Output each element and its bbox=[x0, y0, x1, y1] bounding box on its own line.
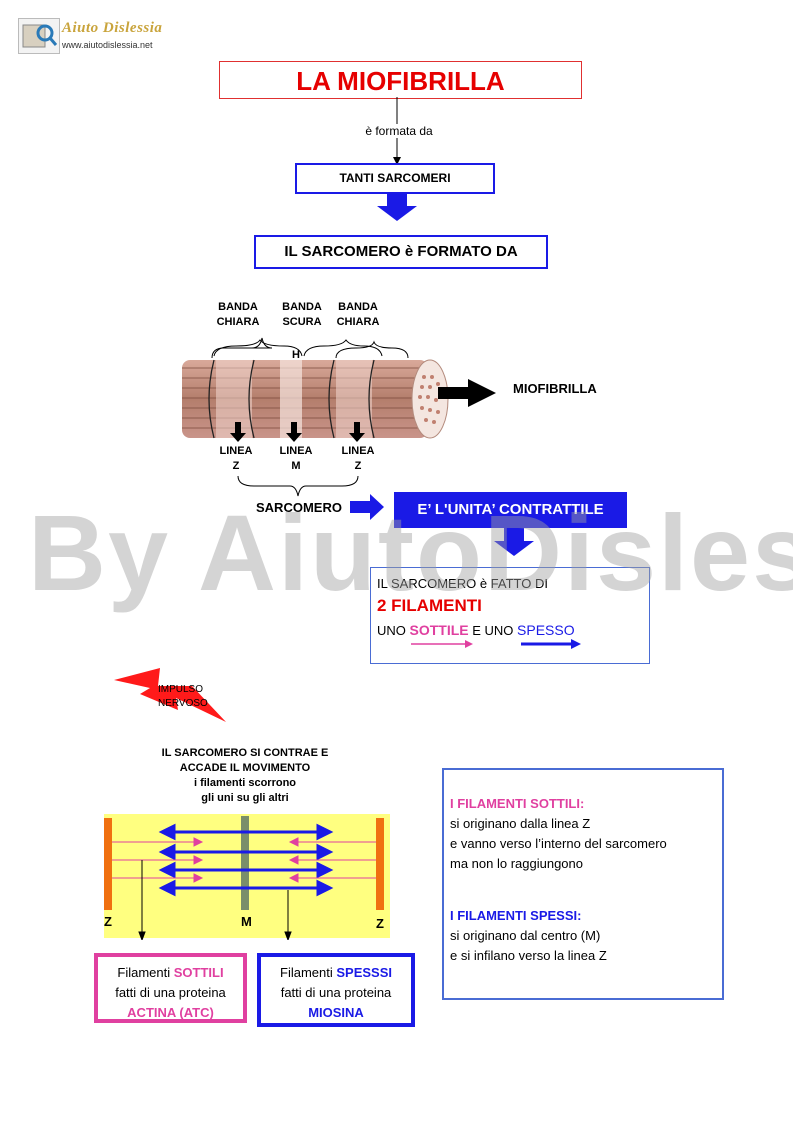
linea-z-2-line2: Z bbox=[354, 460, 362, 472]
spessi-line3: MIOSINA bbox=[308, 1005, 364, 1020]
linea-m-line1: LINEA bbox=[279, 445, 313, 457]
contrae-line1: IL SARCOMERO SI CONTRAE E bbox=[161, 747, 329, 759]
logo-icon bbox=[18, 18, 60, 54]
logo-title: Aiuto Dislessia bbox=[62, 20, 163, 36]
spessi-line1: Filamenti SPESSSI bbox=[261, 963, 411, 983]
h-label: H bbox=[292, 349, 300, 361]
impulso-label: IMPULSO NERVOSO bbox=[158, 683, 208, 711]
sottili-box: Filamenti SOTTILI fatti di una proteina … bbox=[94, 953, 247, 1023]
info-panel: I FILAMENTI SOTTILI: si originano dalla … bbox=[442, 768, 724, 1000]
sottili-line2: fatti di una proteina bbox=[115, 985, 226, 1000]
banda-chiara-2-line1: BANDA bbox=[338, 301, 378, 313]
logo-url: www.aiutodislessia.net bbox=[62, 40, 153, 50]
e-uno-text: E UNO bbox=[468, 623, 518, 638]
spessi-line2: fatti di una proteina bbox=[280, 985, 392, 1000]
formata-da-label: è formata da bbox=[354, 124, 444, 138]
banda-chiara-1-line2: CHIARA bbox=[216, 316, 260, 328]
banda-chiara-1-line1: BANDA bbox=[218, 301, 258, 313]
contrae-line4: gli uni su gli altri bbox=[201, 792, 289, 804]
lightning-icon bbox=[114, 668, 226, 722]
sottili-line3: ACTINA (ATC) bbox=[127, 1005, 214, 1020]
m-label: M bbox=[241, 914, 252, 929]
banda-chiara-2-line2: CHIARA bbox=[336, 316, 380, 328]
contrae-line3: i filamenti scorrono bbox=[193, 777, 297, 789]
info-spessi-line1: si originano dal centro (M) bbox=[450, 928, 601, 943]
info-sottili-title: I FILAMENTI SOTTILI: bbox=[450, 796, 585, 811]
info-sottili-line1: si originano dalla linea Z bbox=[450, 816, 591, 831]
z-label-1: Z bbox=[104, 914, 112, 929]
myofibril-illustration bbox=[182, 337, 496, 439]
contrae-line2: ACCADE IL MOVIMENTO bbox=[179, 762, 311, 774]
impulso-line2: NERVOSO bbox=[158, 698, 208, 709]
sottile-text: SOTTILE bbox=[409, 622, 469, 638]
linea-z-2-line1: LINEA bbox=[341, 445, 375, 457]
tanti-sarcomeri-box: TANTI SARCOMERI bbox=[295, 163, 495, 194]
banda-scura-line1: BANDA bbox=[282, 301, 322, 313]
unita-contrattile-box: E’ L'UNITA’ CONTRATTILE bbox=[394, 492, 627, 528]
sarcomero-brace bbox=[237, 475, 359, 497]
sarcomere-diagram bbox=[104, 814, 390, 940]
info-spessi-title: I FILAMENTI SPESSI: bbox=[450, 908, 582, 923]
linea-z-label-1: LINEA Z bbox=[214, 444, 258, 474]
down-arrow-icon-2 bbox=[494, 528, 534, 556]
linea-m-label: LINEA M bbox=[274, 444, 318, 474]
fatto-di-line1: IL SARCOMERO è FATTO DI bbox=[377, 576, 548, 591]
banda-scura-line2: SCURA bbox=[282, 316, 322, 328]
contrae-text: IL SARCOMERO SI CONTRAE E ACCADE IL MOVI… bbox=[130, 746, 360, 806]
filament-arrows bbox=[411, 639, 581, 649]
spessi-filamenti-text: Filamenti bbox=[280, 965, 337, 980]
sarcomero-label: SARCOMERO bbox=[256, 500, 342, 515]
info-sottili-line3: ma non lo raggiungono bbox=[450, 856, 583, 871]
title-box: LA MIOFIBRILLA bbox=[219, 61, 582, 99]
linea-m-line2: M bbox=[291, 460, 301, 472]
info-spessi-line2: e si infilano verso la linea Z bbox=[450, 948, 607, 963]
down-arrow-icon bbox=[377, 193, 417, 221]
page-title: LA MIOFIBRILLA bbox=[296, 66, 505, 96]
linea-z-1-line1: LINEA bbox=[219, 445, 253, 457]
linea-z-1-line2: Z bbox=[232, 460, 240, 472]
impulso-line1: IMPULSO bbox=[158, 684, 204, 695]
z-label-2: Z bbox=[376, 916, 384, 931]
info-sottili-line2: e vanno verso l’interno del sarcomero bbox=[450, 836, 667, 851]
spesso-text: SPESSO bbox=[517, 622, 575, 638]
banda-chiara-label-2: BANDA CHIARA bbox=[328, 300, 388, 330]
banda-chiara-label-1: BANDA CHIARA bbox=[208, 300, 268, 330]
sarcomero-formato-box: IL SARCOMERO è FORMATO DA bbox=[254, 235, 548, 269]
uno-text-1: UNO bbox=[377, 623, 410, 638]
fatto-di-line2: 2 FILAMENTI bbox=[377, 596, 482, 615]
sottili-line1: Filamenti SOTTILI bbox=[98, 963, 243, 983]
banda-scura-label: BANDA SCURA bbox=[272, 300, 332, 330]
linea-arrows bbox=[230, 422, 365, 442]
right-arrow-icon bbox=[350, 494, 384, 520]
fatto-di-line3: UNO SOTTILE E UNO SPESSO bbox=[377, 622, 575, 638]
sottili-keyword: SOTTILI bbox=[173, 965, 224, 980]
sottili-filamenti-text: Filamenti bbox=[117, 965, 174, 980]
spessi-keyword: SPESSSI bbox=[336, 965, 392, 980]
miofibrilla-label: MIOFIBRILLA bbox=[513, 381, 597, 396]
linea-z-label-2: LINEA Z bbox=[336, 444, 380, 474]
fatto-di-box: IL SARCOMERO è FATTO DI 2 FILAMENTI UNO … bbox=[370, 567, 650, 664]
spessi-box: Filamenti SPESSSI fatti di una proteina … bbox=[257, 953, 415, 1027]
